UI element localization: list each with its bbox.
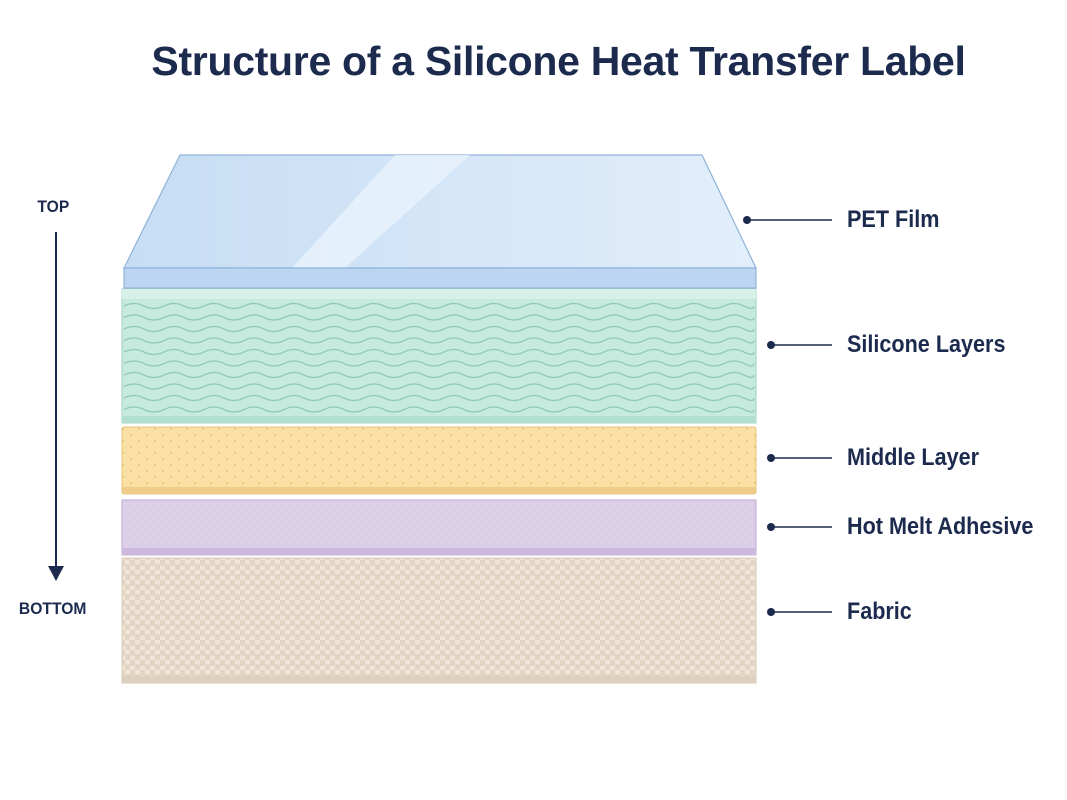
layer-fabric: [121, 557, 757, 684]
silicone-wave-line: [123, 325, 755, 333]
leader-dot-adhesive: [767, 523, 775, 531]
axis-label-top: TOP: [37, 197, 70, 216]
silicone-wave-line: [123, 360, 755, 367]
label-fabric: Fabric: [847, 598, 912, 625]
label-pet-film: PET Film: [847, 206, 940, 233]
layer-silicone: [121, 288, 757, 424]
layer-middle: [121, 426, 757, 495]
layer-hot-melt-adhesive: [121, 499, 757, 556]
silicone-wave-line: [123, 383, 755, 390]
silicone-wave-line: [123, 302, 755, 310]
leader-dot-fabric: [767, 608, 775, 616]
axis-label-bottom: BOTTOM: [18, 599, 87, 618]
leader-dot-silicone: [767, 341, 775, 349]
silicone-wave-line: [123, 406, 755, 413]
label-hot-melt-adhesive: Hot Melt Adhesive: [847, 513, 1034, 540]
layer-pet-film: [123, 154, 757, 289]
leader-dot-pet-film: [743, 216, 751, 224]
silicone-wave-line: [123, 337, 755, 344]
label-silicone-layers: Silicone Layers: [847, 331, 1006, 358]
diagram-title: Structure of a Silicone Heat Transfer La…: [151, 38, 966, 84]
axis-arrowhead: [48, 566, 64, 581]
silicone-wave-line: [123, 371, 755, 379]
leader-dot-middle: [767, 454, 775, 462]
silicone-wave-line: [123, 314, 755, 321]
silicone-wave-line: [123, 394, 755, 402]
label-middle-layer: Middle Layer: [847, 444, 980, 471]
silicone-wave-line: [123, 348, 755, 356]
